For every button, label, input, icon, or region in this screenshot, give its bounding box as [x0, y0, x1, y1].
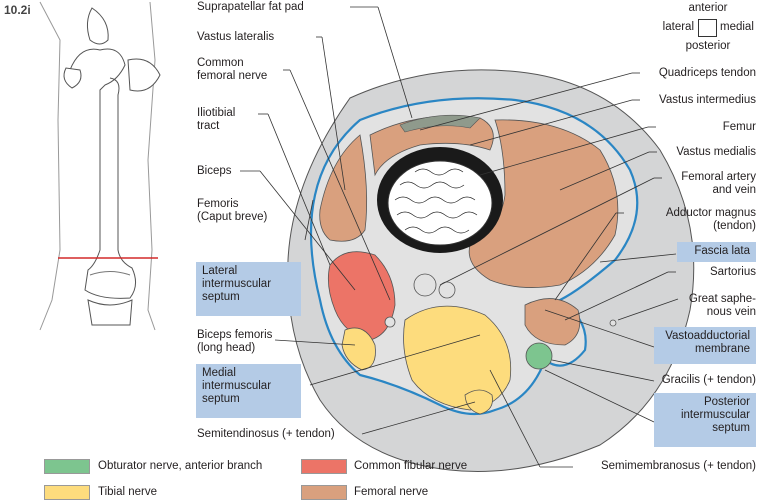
- label-biceps-femoris-long: Biceps femoris (long head): [197, 329, 273, 354]
- vastus-medialis-shape: [468, 119, 619, 288]
- label-suprapatellar-fat-pad: Suprapatellar fat pad: [197, 1, 304, 13]
- label-fascia-lata: Fascia lata: [677, 242, 756, 262]
- label-biceps: Biceps: [197, 165, 232, 177]
- legend-swatch-tibial: [44, 485, 90, 500]
- label-iliotibial-tract: Iliotibial tract: [197, 107, 236, 132]
- label-semitendinosus: Semitendinosus (+ tendon): [197, 428, 335, 440]
- label-sartorius: Sartorius: [709, 266, 756, 278]
- label-lateral-intermuscular-septum: Lateral intermuscular septum: [196, 262, 301, 316]
- leader-lines: [240, 6, 679, 468]
- orientation-posterior: posterior: [685, 40, 731, 52]
- label-common-femoral-nerve: Common femoral nerve: [197, 57, 268, 82]
- label-posterior-intermuscular-septum: Posterior intermuscular septum: [654, 393, 756, 447]
- femoral-artery-shape: [413, 273, 437, 297]
- vastus-lateralis-shape: [319, 134, 368, 242]
- label-adductor-magnus: Adductor magnus (tendon): [665, 207, 756, 232]
- femur-trabecular-pattern: [394, 168, 478, 234]
- femoral-vein-shape: [438, 281, 456, 299]
- label-gracilis: Gracilis (+ tendon): [661, 374, 756, 386]
- label-vastus-medialis: Vastus medialis: [676, 146, 756, 158]
- label-vastus-lateralis: Vastus lateralis: [197, 31, 275, 43]
- legend-label-femoral: Femoral nerve: [354, 486, 429, 498]
- legend-swatch-femoral: [301, 485, 347, 500]
- femur-marrow: [387, 160, 493, 246]
- legend-swatch-common-fibular: [301, 459, 347, 474]
- label-femoral-artery-vein: Femoral artery and vein: [681, 171, 756, 196]
- semimembranosus-shape: [403, 305, 512, 411]
- sartorius-shape: [524, 298, 581, 346]
- label-femur: Femur: [722, 121, 756, 133]
- semitendinosus-shape: [464, 389, 493, 415]
- legend-label-obturator: Obturator nerve, anterior branch: [98, 460, 263, 472]
- femur-thumbnail: [39, 1, 161, 331]
- label-vastoadductorial-membrane: Vastoadductorial membrane: [654, 327, 756, 364]
- label-semimembranosus: Semimembranosus (+ tendon): [600, 460, 756, 472]
- legend-label-common-fibular: Common fibular nerve: [354, 460, 468, 472]
- biceps-long-head-shape: [341, 327, 376, 371]
- label-medial-intermuscular-septum: Medial intermuscular septum: [196, 364, 301, 418]
- gracilis-shape: [525, 342, 553, 370]
- orientation-box: [698, 19, 717, 37]
- orientation-lateral: lateral: [662, 21, 694, 33]
- legend-label-tibial: Tibial nerve: [98, 486, 158, 498]
- label-quadriceps-tendon: Quadriceps tendon: [658, 67, 756, 79]
- label-great-saphenous-vein: Great saphe- nous vein: [688, 293, 756, 318]
- label-biceps-femoris-short: Femoris (Caput breve): [197, 198, 268, 223]
- orientation-anterior: anterior: [688, 2, 728, 14]
- label-vastus-intermedius: Vastus intermedius: [659, 94, 756, 106]
- figure-number: 10.2i: [4, 3, 31, 17]
- great-saphenous-vein-shape: [609, 319, 617, 327]
- orientation-medial: medial: [720, 21, 754, 33]
- legend-swatch-obturator: [44, 459, 90, 474]
- sciatic-vessel-shape: [384, 316, 396, 328]
